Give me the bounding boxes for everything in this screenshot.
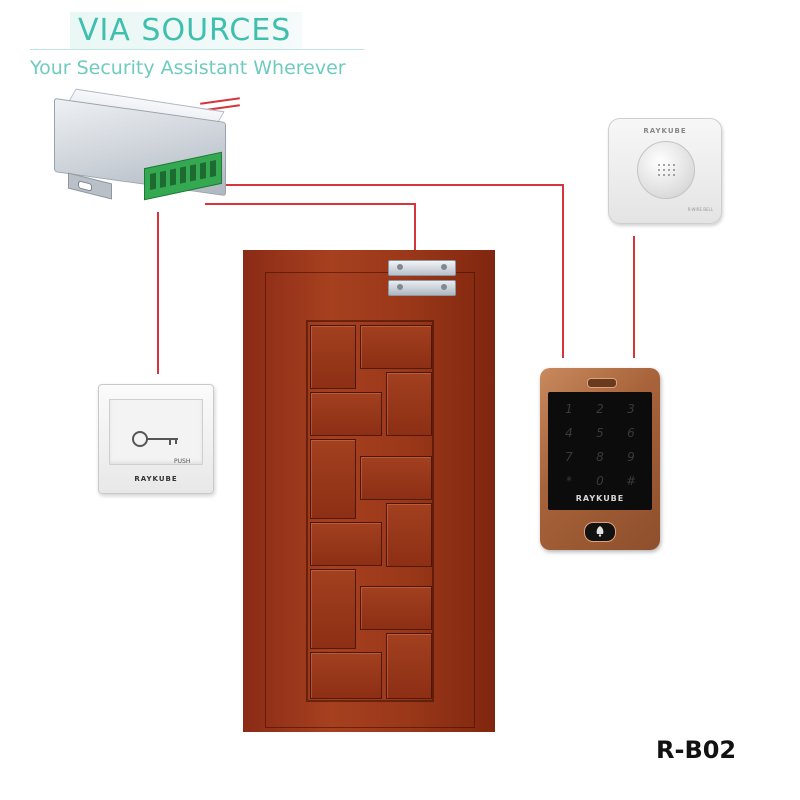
brand-title: VIA SOURCES bbox=[78, 13, 292, 48]
wire-psu-to-keypad bbox=[205, 184, 564, 358]
door-panel bbox=[360, 456, 432, 500]
doorbell-brand: RAYKUBE bbox=[643, 127, 687, 135]
keypad-doorbell-button[interactable] bbox=[584, 522, 616, 542]
keypad-key[interactable]: * bbox=[566, 474, 572, 488]
keypad-key[interactable]: 5 bbox=[596, 426, 604, 440]
door-panel bbox=[386, 633, 432, 699]
door-panel bbox=[310, 652, 382, 699]
exit-button-plate[interactable]: PUSH bbox=[109, 399, 203, 465]
keypad-key[interactable]: # bbox=[625, 474, 637, 488]
brand-divider bbox=[30, 49, 364, 50]
lock-strike-plate bbox=[388, 280, 456, 296]
bell-icon bbox=[596, 526, 604, 537]
keypad-key[interactable]: 9 bbox=[627, 450, 635, 464]
keypad-key[interactable]: 0 bbox=[596, 474, 604, 488]
door-panel bbox=[386, 372, 432, 436]
door-panel-area bbox=[306, 320, 434, 702]
exit-push-button[interactable]: PUSH RAYKUBE bbox=[98, 384, 214, 494]
access-control-keypad: 1 2 3 4 5 6 7 8 9 * 0 # RAYKUBE bbox=[540, 368, 660, 550]
door-panel bbox=[360, 586, 432, 630]
keypad-key[interactable]: 7 bbox=[565, 450, 573, 464]
exit-button-brand: RAYKUBE bbox=[134, 475, 178, 483]
brand-tagline: Your Security Assistant Wherever bbox=[30, 57, 346, 79]
door-panel bbox=[386, 503, 432, 567]
push-label: PUSH bbox=[174, 458, 191, 465]
door-panel bbox=[310, 522, 382, 566]
door-panel bbox=[310, 325, 356, 389]
keypad-key[interactable]: 4 bbox=[565, 426, 573, 440]
power-supply-unit bbox=[50, 88, 240, 208]
keypad-brand: RAYKUBE bbox=[575, 494, 625, 503]
keypad-key[interactable]: 2 bbox=[596, 402, 604, 416]
door-frame-inset bbox=[265, 272, 475, 728]
psu-lead-wire bbox=[200, 97, 240, 105]
keypad-touch-panel: 1 2 3 4 5 6 7 8 9 * 0 # RAYKUBE bbox=[548, 392, 652, 510]
keypad-key[interactable]: 8 bbox=[596, 450, 604, 464]
electric-bolt-lock bbox=[388, 260, 456, 276]
key-icon bbox=[132, 431, 178, 447]
doorbell-model: R-WIRE BELL bbox=[687, 207, 713, 212]
door-panel bbox=[310, 392, 382, 436]
keypad-key[interactable]: 3 bbox=[627, 402, 635, 416]
wire-psu-to-lock bbox=[205, 203, 416, 256]
door-panel bbox=[360, 325, 432, 369]
doorbell-unit: RAYKUBE R-WIRE BELL bbox=[608, 118, 722, 224]
keypad-key[interactable]: 6 bbox=[627, 426, 635, 440]
door-panel bbox=[310, 569, 356, 649]
door-panel bbox=[310, 439, 356, 519]
speaker-grill-icon bbox=[637, 141, 695, 199]
brand-banner bbox=[70, 12, 302, 50]
model-code: R-B02 bbox=[656, 736, 737, 764]
keypad-key[interactable]: 1 bbox=[565, 402, 573, 416]
keypad-indicator-slot bbox=[587, 378, 617, 388]
